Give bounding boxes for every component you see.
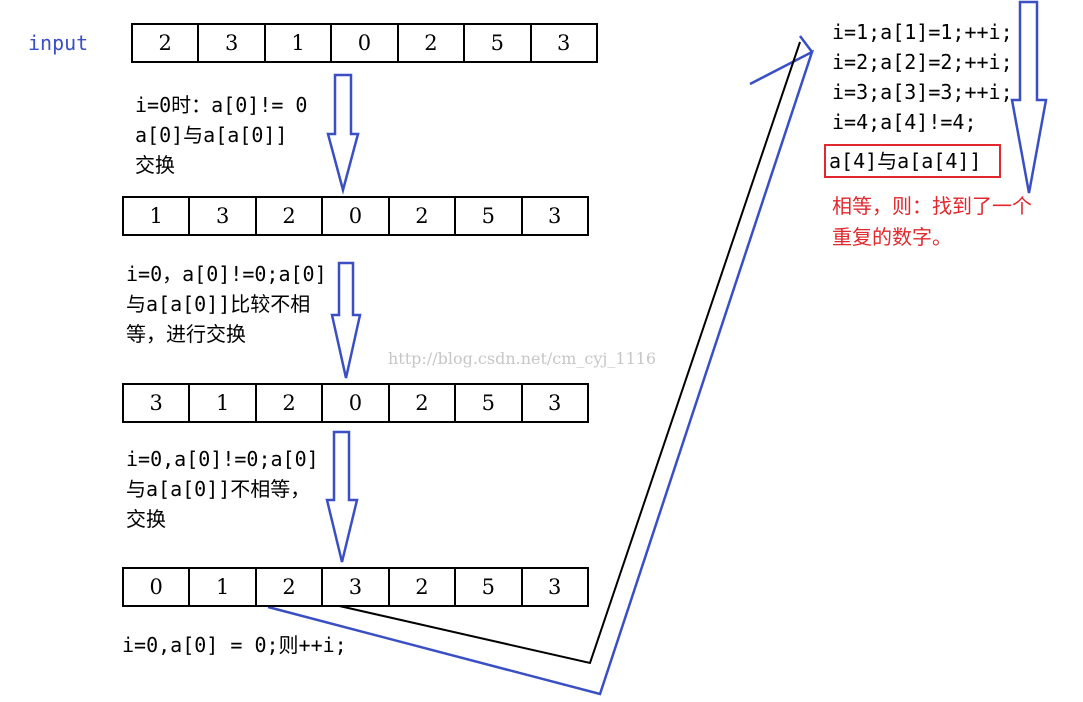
array-cell: 2 bbox=[396, 25, 463, 61]
array-step-1: 1 3 2 0 2 5 3 bbox=[122, 196, 589, 236]
input-label: input bbox=[28, 31, 89, 55]
array-cell: 1 bbox=[188, 385, 254, 421]
array-cell: 2 bbox=[254, 385, 321, 421]
array-cell: 1 bbox=[188, 569, 254, 605]
right-note-line: i=3;a[3]=3;++i; bbox=[832, 80, 1013, 104]
array-step-3: 0 1 2 3 2 5 3 bbox=[122, 567, 589, 607]
array-cell: 0 bbox=[321, 385, 387, 421]
array-cell: 1 bbox=[263, 25, 330, 61]
array-cell: 3 bbox=[197, 25, 263, 61]
return-path-inner bbox=[334, 41, 801, 665]
array-cell: 2 bbox=[387, 569, 454, 605]
step-note-3: i=0,a[0]!=0;a[0] 与a[a[0]]不相等， 交换 bbox=[126, 444, 319, 534]
conclusion-line: 重复的数字。 bbox=[832, 225, 952, 249]
array-cell: 3 bbox=[188, 198, 254, 234]
array-cell: 2 bbox=[254, 198, 321, 234]
step-note-line: 等，进行交换 bbox=[126, 322, 246, 346]
array-cell: 2 bbox=[254, 569, 321, 605]
array-cell: 0 bbox=[321, 198, 387, 234]
down-arrow-right bbox=[1010, 0, 1048, 194]
array-cell: 5 bbox=[454, 385, 520, 421]
array-cell: 5 bbox=[463, 25, 529, 61]
array-cell: 3 bbox=[529, 25, 596, 61]
array-step-2: 3 1 2 0 2 5 3 bbox=[122, 383, 589, 423]
right-notes: i=1;a[1]=1;++i; i=2;a[2]=2;++i; i=3;a[3]… bbox=[832, 17, 1013, 137]
right-note-line: i=2;a[2]=2;++i; bbox=[832, 50, 1013, 74]
down-arrow-2 bbox=[330, 261, 362, 379]
array-cell: 1 bbox=[149, 204, 163, 228]
array-cell: 2 bbox=[387, 385, 454, 421]
result-box: a[4]与a[a[4]] bbox=[824, 144, 1001, 178]
step-note-line: 与a[a[0]]比较不相 bbox=[126, 292, 311, 316]
step-note-line: a[0]与a[a[0]] bbox=[135, 123, 288, 147]
step-note-line: 交换 bbox=[126, 507, 166, 531]
return-path-outer-tip bbox=[799, 35, 813, 53]
return-path-outer bbox=[267, 49, 815, 696]
watermark: http://blog.csdn.net/cm_cyj_1116 bbox=[388, 349, 657, 368]
down-arrow-1 bbox=[326, 73, 360, 195]
step-note-line: i=0，a[0]!=0;a[0] bbox=[126, 262, 327, 286]
array-cell: 2 bbox=[387, 198, 454, 234]
step-note-line: 交换 bbox=[135, 153, 175, 177]
step-note-line: i=0,a[0]!=0;a[0] bbox=[126, 447, 319, 471]
step-note-2: i=0，a[0]!=0;a[0] 与a[a[0]]比较不相 等，进行交换 bbox=[126, 259, 327, 349]
conclusion-text: 相等，则：找到了一个 重复的数字。 bbox=[832, 191, 1032, 253]
array-cell: 3 bbox=[520, 198, 587, 234]
step-note-line: i=0,a[0] = 0;则++i; bbox=[122, 633, 347, 657]
array-cell: 2 bbox=[158, 31, 172, 55]
step-note-1: i=0时：a[0]!= 0 a[0]与a[a[0]] 交换 bbox=[135, 90, 307, 180]
step-note-line: 与a[a[0]]不相等， bbox=[126, 477, 311, 501]
array-cell: 3 bbox=[149, 391, 163, 415]
down-arrow-3 bbox=[325, 430, 359, 563]
right-note-line: i=1;a[1]=1;++i; bbox=[832, 20, 1013, 44]
array-cell: 3 bbox=[520, 569, 587, 605]
array-cell: 0 bbox=[149, 575, 163, 599]
right-note-line: i=4;a[4]!=4; bbox=[832, 110, 977, 134]
array-input: 2 3 1 0 2 5 3 bbox=[131, 23, 598, 63]
conclusion-line: 相等，则：找到了一个 bbox=[832, 194, 1032, 218]
array-cell: 3 bbox=[520, 385, 587, 421]
step-note-4: i=0,a[0] = 0;则++i; bbox=[122, 630, 347, 660]
array-cell: 3 bbox=[321, 569, 387, 605]
array-cell: 0 bbox=[330, 25, 396, 61]
array-cell: 5 bbox=[454, 198, 520, 234]
step-note-line: i=0时：a[0]!= 0 bbox=[135, 93, 308, 117]
array-cell: 5 bbox=[454, 569, 520, 605]
